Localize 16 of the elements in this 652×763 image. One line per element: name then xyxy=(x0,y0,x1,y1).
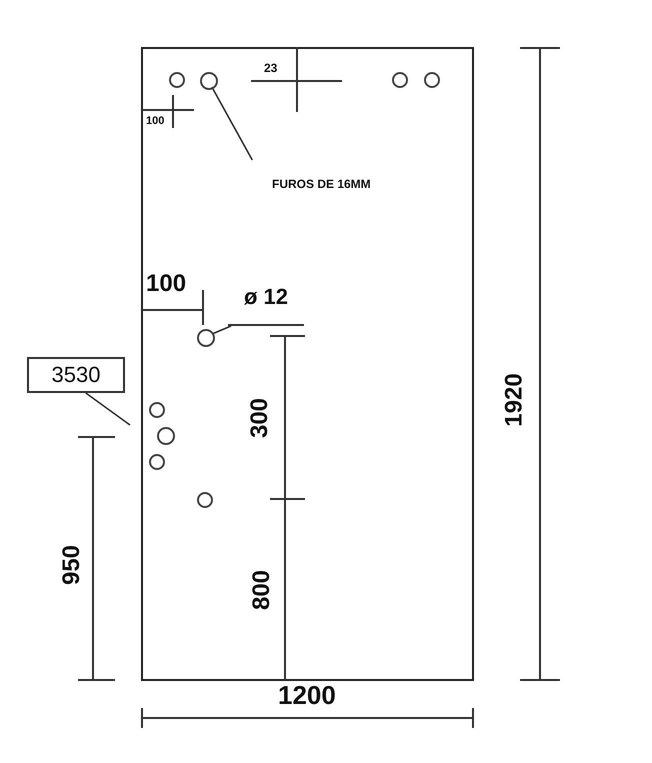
dimension-label: 950 xyxy=(60,544,84,586)
dimension-label: 800 xyxy=(250,570,274,610)
dimension-label: 100 xyxy=(146,116,164,127)
leader-line xyxy=(85,392,130,426)
part-number-box: 3530 xyxy=(27,357,125,393)
hole xyxy=(197,329,215,347)
note-text: FUROS DE 16MM xyxy=(272,178,371,190)
diameter-label: ø 12 xyxy=(228,286,304,326)
dimension-label: 1920 xyxy=(502,373,527,427)
dimension-label: 100 xyxy=(146,272,186,296)
hole xyxy=(200,72,218,90)
dimension-label: 23 xyxy=(264,62,278,74)
dimension-label: 1200 xyxy=(278,682,336,708)
leader-line xyxy=(211,86,253,160)
leader-line xyxy=(212,325,232,335)
dimension-label: 300 xyxy=(248,398,272,438)
